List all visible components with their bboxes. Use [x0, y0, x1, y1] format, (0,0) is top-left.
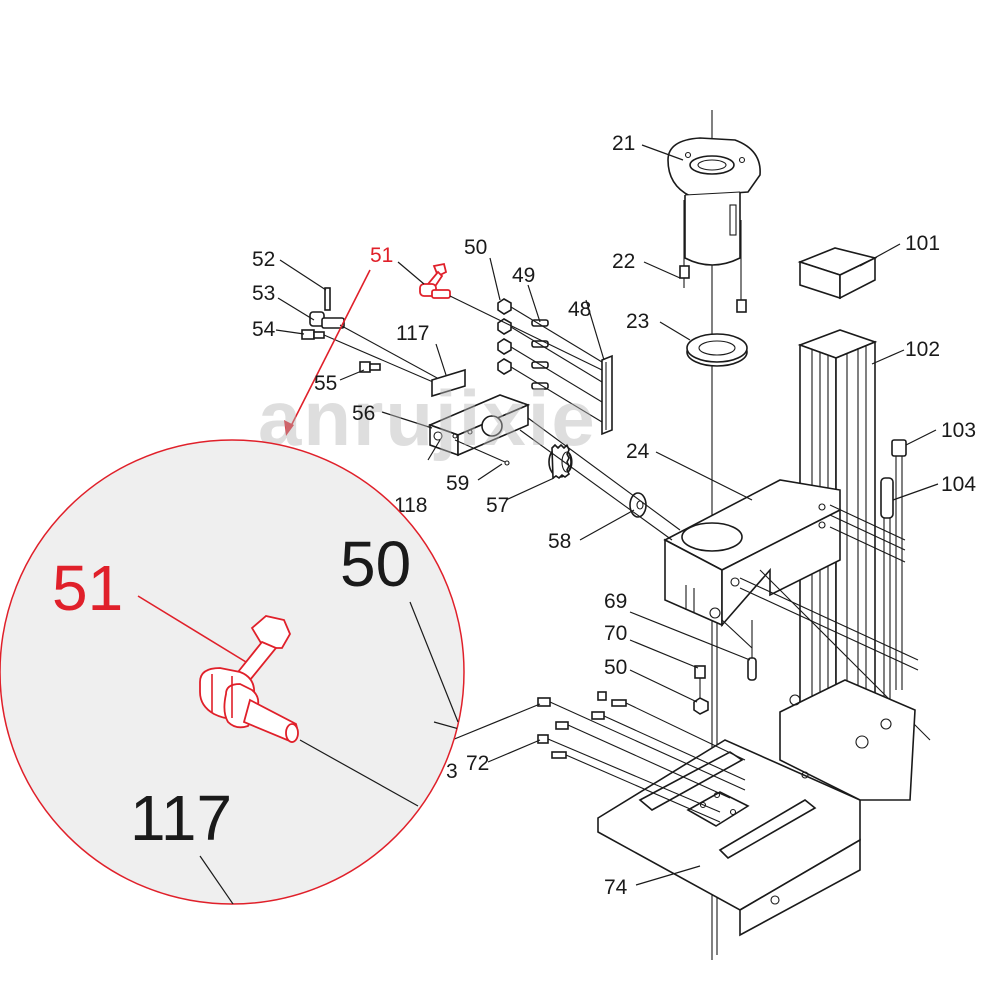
- zoom-label-117: 117: [130, 782, 232, 854]
- zoom-label-50: 50: [340, 528, 411, 600]
- label-59: 59: [446, 472, 469, 495]
- part-58-washer: [629, 492, 647, 518]
- label-3: 3: [446, 760, 458, 783]
- label-54: 54: [252, 318, 276, 341]
- label-58: 58: [548, 530, 571, 553]
- label-51-highlighted: 51: [370, 244, 393, 267]
- label-50-upper: 50: [464, 236, 487, 259]
- shaft-lines: [519, 417, 681, 541]
- label-104: 104: [941, 473, 976, 496]
- part-69-pin: [747, 620, 757, 681]
- label-50-lower: 50: [604, 656, 627, 679]
- label-70: 70: [604, 622, 627, 645]
- part-72-screws: [537, 721, 731, 823]
- label-52: 52: [252, 248, 275, 271]
- part-70-screw: [694, 665, 706, 700]
- part-101-column-cap: [797, 247, 878, 300]
- label-69: 69: [604, 590, 627, 613]
- zoom-detail-circle: 51 50 117: [0, 439, 465, 905]
- part-50-nuts-upper: [497, 298, 512, 375]
- part-52-pin: [324, 287, 331, 311]
- part-22-screws: [679, 200, 747, 313]
- part-21-flange-sleeve: [667, 137, 761, 266]
- label-74: 74: [604, 876, 628, 899]
- label-23: 23: [626, 310, 649, 333]
- label-49: 49: [512, 264, 535, 287]
- part-3-screws: [537, 691, 746, 791]
- part-103-bolt: [891, 439, 907, 690]
- zoom-label-51: 51: [52, 552, 123, 624]
- label-118: 118: [394, 494, 427, 517]
- assembly-axis-line: [339, 324, 451, 386]
- part-53-lever-screw: [309, 311, 345, 329]
- part-labels: 21 22 23 24 101 102 103 104 48 49 50 51 …: [252, 132, 976, 899]
- part-50-nut-lower: [693, 697, 709, 715]
- label-103: 103: [941, 419, 976, 442]
- part-23-bearing: [686, 333, 748, 367]
- part-59-pin: [454, 439, 510, 466]
- part-104-rod: [880, 477, 894, 710]
- zoom-part-51: [199, 615, 299, 744]
- part-49-screws: [510, 306, 603, 423]
- part-56-block: [427, 394, 531, 457]
- part-51-highlighted-lever: [419, 262, 603, 371]
- label-53: 53: [252, 282, 275, 305]
- label-55: 55: [314, 372, 337, 395]
- watermark: anrujixie: [258, 374, 597, 462]
- part-54-screw: [301, 329, 441, 386]
- leader-lines: [275, 144, 939, 886]
- part-74-base: [597, 679, 916, 937]
- label-56: 56: [352, 402, 375, 425]
- label-101: 101: [905, 232, 940, 255]
- red-pointer-arrow: [284, 269, 371, 436]
- part-48-rod: [601, 354, 613, 436]
- label-21: 21: [612, 132, 635, 155]
- label-22: 22: [612, 250, 635, 273]
- part-55-screw: [359, 361, 381, 373]
- label-102: 102: [905, 338, 940, 361]
- label-72: 72: [466, 752, 489, 775]
- part-24-head-housing: [663, 479, 841, 628]
- part-117-plate: [431, 368, 466, 398]
- label-24: 24: [626, 440, 650, 463]
- label-57: 57: [486, 494, 509, 517]
- label-48: 48: [568, 298, 591, 321]
- zoom-contents: 51 50 117: [52, 528, 464, 904]
- label-117: 117: [396, 322, 429, 345]
